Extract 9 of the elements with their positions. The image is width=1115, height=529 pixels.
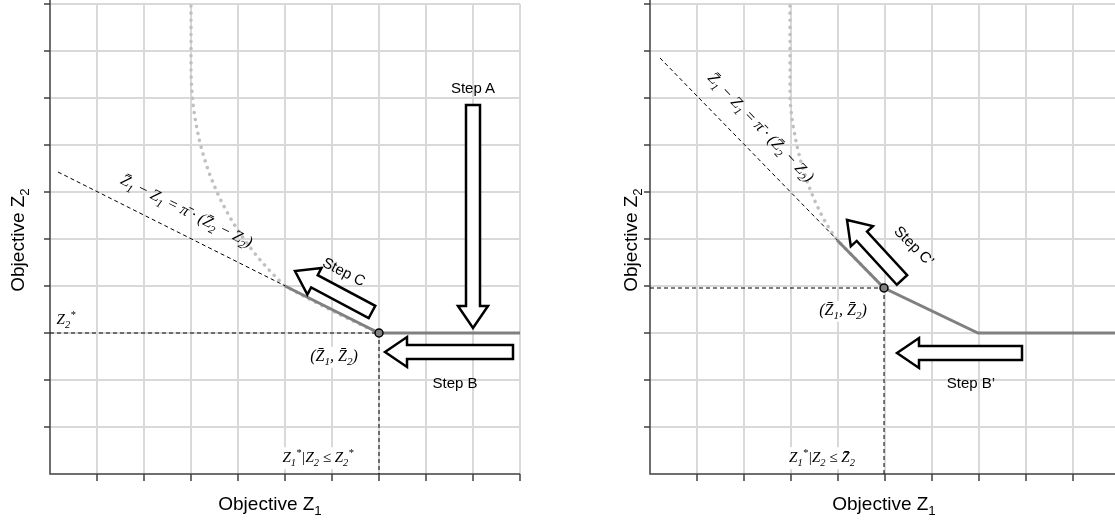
step-label: Step B’ (945, 374, 997, 392)
point-label: (Z̄$_{1}$, Z̄$_{2}$) (309, 346, 359, 368)
step-label: Step C (319, 253, 370, 291)
axis-title: Objective Z$_{1}$ (831, 493, 937, 519)
step-label: Step A (449, 79, 497, 97)
axis-title: Objective Z$_{1}$ (217, 493, 323, 519)
axis-value-label: Z$_{1}$$^{*}$|Z$_{2}$ ≤ Z̄$_{2}$ (788, 447, 856, 469)
step-label: Step B (431, 374, 479, 392)
point-label: (Z̄$_{1}$, Z̄$_{2}$) (818, 300, 868, 322)
